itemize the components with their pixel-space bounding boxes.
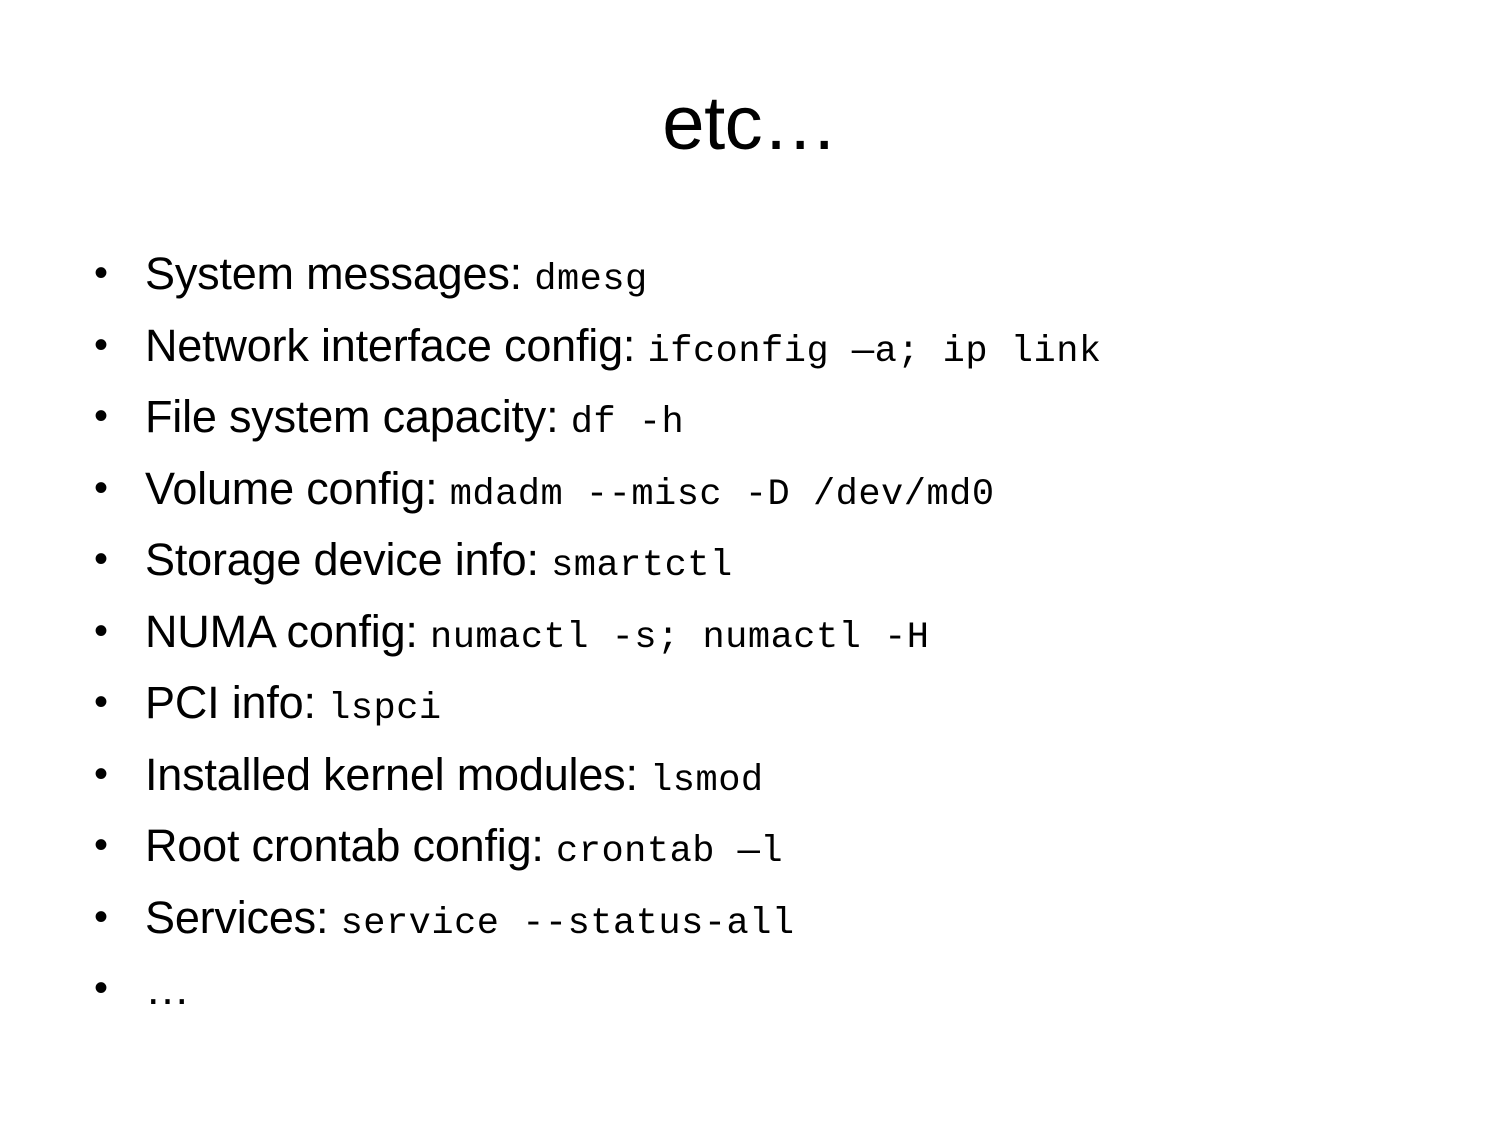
list-item[interactable]: • Installed kernel modules: lsmod: [86, 739, 1476, 811]
list-item-label: Storage device info:: [145, 534, 552, 585]
list-item-label: Volume config:: [145, 462, 450, 514]
list-item[interactable]: • Storage device info: smartctl: [86, 524, 1476, 596]
list-item[interactable]: • File system capacity: df -h: [86, 381, 1476, 453]
list-item-command: dmesg: [534, 259, 648, 301]
bullet-point-icon: •: [94, 894, 109, 939]
bullet-point-icon: •: [94, 966, 109, 1010]
list-item-command: ifconfig —a; ip link: [647, 330, 1102, 373]
list-item[interactable]: • Network interface config: ifconfig —a;…: [86, 310, 1476, 382]
list-item-label: Network interface config:: [145, 319, 648, 371]
bullet-point-icon: •: [94, 465, 109, 510]
list-item[interactable]: • Services: service --status-all: [86, 882, 1476, 954]
bullet-point-icon: •: [94, 251, 109, 295]
bullet-point-icon: •: [94, 751, 109, 796]
list-item[interactable]: • …: [86, 953, 1476, 1025]
list-item-label: File system capacity:: [145, 391, 571, 442]
list-item[interactable]: • NUMA config: numactl -s; numactl -H: [86, 596, 1476, 668]
list-item-label: Root crontab config:: [145, 820, 557, 871]
list-item-label: PCI info:: [145, 677, 329, 728]
list-item[interactable]: • Volume config: mdadm --misc -D /dev/md…: [86, 453, 1476, 525]
bullet-point-icon: •: [94, 823, 109, 867]
list-item-label: …: [145, 963, 190, 1014]
list-item-label: Services:: [145, 891, 341, 943]
list-item-command: lspci: [328, 688, 442, 730]
bullet-point-icon: •: [94, 394, 109, 438]
bullet-point-icon: •: [94, 608, 109, 653]
list-item-command: df -h: [570, 402, 685, 444]
list-item-command: numactl -s; numactl -H: [430, 616, 930, 659]
list-item-command: mdadm --misc -D /dev/md0: [449, 473, 995, 516]
list-item-label: Installed kernel modules:: [145, 748, 651, 800]
bullet-list: • System messages: dmesg • Network inter…: [86, 238, 1476, 1025]
bullet-point-icon: •: [94, 680, 109, 724]
bullet-point-icon: •: [94, 322, 109, 367]
list-item-command: smartctl: [551, 545, 733, 587]
list-item-command: crontab —l: [556, 831, 784, 873]
list-item-label: NUMA config:: [145, 605, 431, 657]
list-item[interactable]: • System messages: dmesg: [86, 238, 1476, 310]
list-item[interactable]: • PCI info: lspci: [86, 667, 1476, 739]
list-item-label: System messages:: [145, 248, 535, 299]
bullet-point-icon: •: [94, 537, 109, 581]
list-item-command: service --status-all: [340, 902, 795, 945]
list-item[interactable]: • Root crontab config: crontab —l: [86, 810, 1476, 882]
list-item-command: lsmod: [650, 759, 764, 802]
page-title: etc…: [662, 81, 838, 166]
